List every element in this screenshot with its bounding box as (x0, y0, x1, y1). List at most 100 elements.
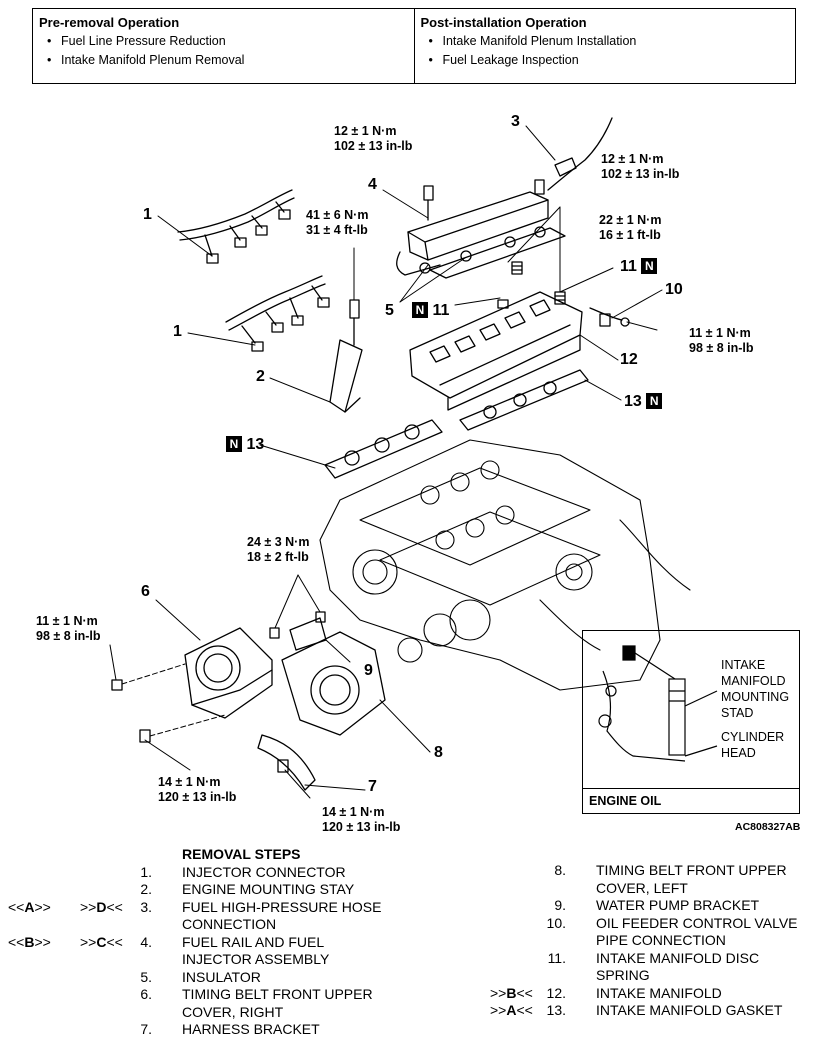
step-text: COVER, LEFT (596, 879, 688, 896)
post-installation-title: Post-installation Operation (420, 15, 587, 30)
removal-step-row: 10. OIL FEEDER CONTROL VALVE (547, 914, 818, 933)
step-text: TIMING BELT FRONT UPPER (596, 862, 787, 878)
removal-steps-left: REMOVAL STEPS 1. INJECTOR CONNECTOR 2. ENGI… (108, 846, 408, 1039)
leader-lines (109, 125, 663, 799)
water-pump-bracket (269, 611, 327, 651)
injector-harness-lower (225, 275, 330, 352)
pre-removal-title: Pre-removal Operation (39, 15, 180, 30)
step-text: HARNESS BRACKET (182, 1021, 320, 1037)
removal-service-marker: <<B>> (8, 933, 51, 950)
callout-1: 1 (173, 323, 182, 340)
post-installation-item: Fuel Leakage Inspection (421, 51, 790, 70)
callout-13: 13 N (624, 393, 663, 411)
harness-bracket (257, 734, 316, 791)
callout-12: 12 (620, 351, 638, 368)
step-text: INTAKE MANIFOLD GASKET (596, 1002, 783, 1018)
new-part-mark: N (641, 258, 658, 274)
removal-steps-title: REMOVAL STEPS (182, 846, 301, 862)
removal-step-row: 7. HARNESS BRACKET (108, 1021, 408, 1039)
removal-step-row: COVER, RIGHT (108, 1004, 408, 1022)
removal-step-row: 13. INTAKE MANIFOLD GASKET (547, 1002, 818, 1020)
step-text: OIL FEEDER CONTROL VALVE (596, 914, 798, 931)
step-text: FUEL RAIL AND FUEL (182, 933, 325, 950)
step-text: FUEL HIGH-PRESSURE HOSE (182, 898, 382, 915)
pre-removal-item: Intake Manifold Plenum Removal (39, 51, 408, 70)
engine-assembly (319, 439, 691, 691)
step-number: 10. (546, 914, 566, 931)
intake-manifold-gasket-right (459, 369, 589, 431)
intake-manifold-gasket-left (324, 419, 443, 479)
removal-step-row: CONNECTION (108, 916, 408, 934)
stud-detail-drawing (598, 645, 718, 762)
operations-table: Pre-removal Operation Fuel Line Pressure… (32, 8, 796, 84)
installation-service-marker: >>D<< (80, 898, 123, 915)
oil-feeder-pipe (589, 307, 630, 327)
step-text: ENGINE MOUNTING STAY (182, 881, 355, 897)
step-number: 6. (140, 986, 152, 1002)
step-number: 12. (546, 984, 566, 1001)
removal-step-row: COVER, LEFT (548, 880, 818, 898)
engine-mounting-stay (329, 299, 363, 413)
callout-6: 6 (141, 583, 150, 600)
step-number: 5. (140, 968, 152, 985)
step-number: 9. (554, 897, 566, 913)
step-number: 3. (140, 898, 152, 915)
step-text: CONNECTION (182, 916, 277, 932)
callout-13: N 13 (226, 436, 264, 454)
step-number: 2. (140, 881, 152, 897)
step-text: SPRING (596, 967, 650, 983)
removal-step-row: 11.INTAKE MANIFOLD DISC (548, 950, 818, 968)
callout-3: 3 (511, 113, 520, 130)
step-number: 7. (140, 1021, 152, 1037)
step-number: 8. (554, 862, 566, 878)
injector-harness-upper (177, 189, 295, 264)
step-text: INTAKE MANIFOLD (596, 984, 722, 1001)
removal-step-row: 8. TIMING BELT FRONT UPPER (548, 862, 818, 880)
removal-step-row: 4.FUEL RAIL AND FUEL (108, 934, 408, 952)
new-part-mark: N (412, 302, 428, 318)
installation-service-marker: >>B<< (490, 984, 533, 1001)
callout-11: N 11 (412, 302, 449, 320)
post-installation-item: Intake Manifold Plenum Installation (421, 32, 790, 51)
new-part-mark: N (646, 393, 663, 409)
callout-7: 7 (368, 778, 377, 795)
step-number: 13. (546, 1002, 566, 1018)
callout-8: 8 (434, 744, 443, 761)
step-text: INJECTOR CONNECTOR (182, 863, 346, 880)
step-text: COVER, RIGHT (182, 1003, 284, 1020)
disc-springs (497, 261, 566, 309)
intake-manifold (409, 291, 583, 411)
callout-11: 11 N (620, 258, 658, 276)
step-text: TIMING BELT FRONT UPPER (182, 986, 373, 1002)
removal-step-row: PIPE CONNECTION (548, 932, 818, 950)
installation-service-marker: >>C<< (80, 933, 123, 950)
new-part-mark: N (226, 436, 242, 452)
step-number: 1. (140, 863, 152, 880)
removal-step-row: 5.INSULATOR (108, 969, 408, 987)
removal-step-row: 9.WATER PUMP BRACKET (548, 897, 818, 915)
timing-belt-cover-left (281, 631, 386, 736)
removal-step-row: 1. INJECTOR CONNECTOR (108, 864, 408, 882)
callout-1: 1 (143, 206, 152, 223)
installation-service-marker: >>A<< (490, 1002, 533, 1018)
callout-4: 4 (368, 176, 377, 193)
timing-belt-cover-right (184, 627, 273, 719)
removal-step-row: 2. ENGINE MOUNTING STAY (108, 881, 408, 899)
pre-removal-item: Fuel Line Pressure Reduction (39, 32, 408, 51)
step-number: 11. (547, 949, 566, 966)
post-installation-column: Post-installation Operation Intake Manif… (413, 9, 796, 83)
pre-removal-column: Pre-removal Operation Fuel Line Pressure… (33, 9, 414, 83)
